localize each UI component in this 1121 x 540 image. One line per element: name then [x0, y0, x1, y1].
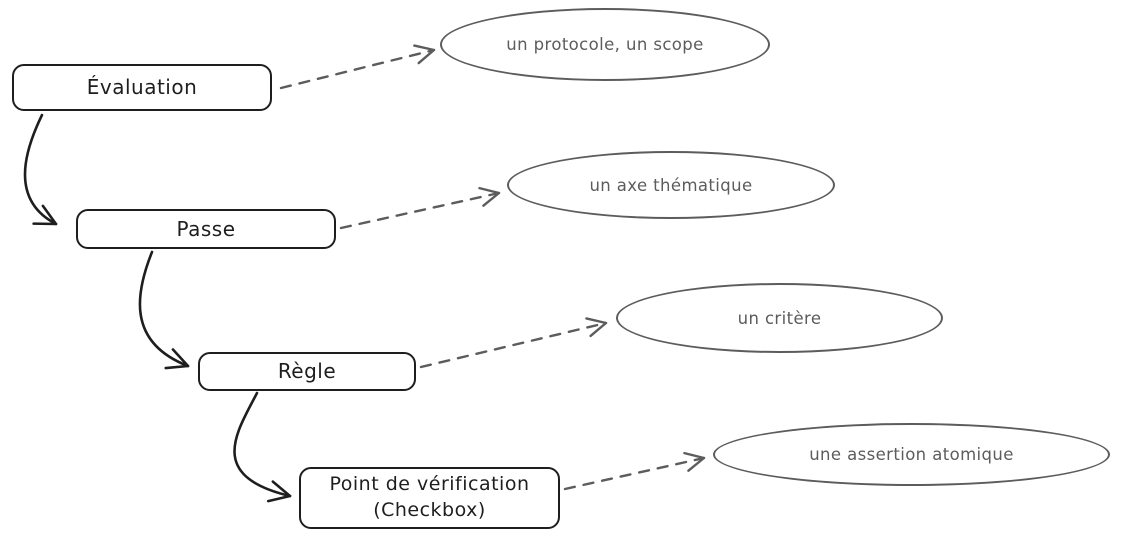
annotation-assertion-atomique: une assertion atomique [713, 423, 1110, 486]
arrow-evaluation-to-passe [23, 113, 58, 226]
annotation-protocole-scope: un protocole, un scope [440, 8, 770, 81]
node-passe-label: Passe [176, 216, 236, 241]
node-regle: Règle [198, 352, 416, 391]
node-evaluation: Évaluation [12, 64, 272, 111]
annotation-critere-label: un critère [737, 308, 822, 328]
annotation-protocole-scope-label: un protocole, un scope [506, 35, 704, 54]
node-point-de-verification: Point de vérification (Checkbox) [299, 467, 560, 529]
node-passe: Passe [76, 209, 336, 249]
annotation-critere: un critère [616, 283, 943, 353]
dashed-arrow-evaluation-to-protocole [279, 44, 436, 90]
arrow-regle-to-point [233, 391, 292, 503]
node-regle-label: Règle [277, 359, 337, 383]
node-point-label-line2: (Checkbox) [373, 499, 486, 521]
dashed-arrow-point-to-assertion [563, 451, 706, 491]
node-point-label-line1: Point de vérification [329, 473, 530, 496]
node-evaluation-label: Évaluation [86, 75, 198, 99]
annotation-axe-thematique: un axe thématique [507, 151, 835, 219]
dashed-arrow-passe-to-axe [339, 186, 501, 230]
annotation-axe-thematique-label: un axe thématique [589, 175, 753, 195]
annotation-assertion-atomique-label: une assertion atomique [809, 445, 1014, 464]
dashed-arrow-regle-to-critere [419, 317, 608, 369]
arrow-passe-to-regle [138, 250, 190, 370]
